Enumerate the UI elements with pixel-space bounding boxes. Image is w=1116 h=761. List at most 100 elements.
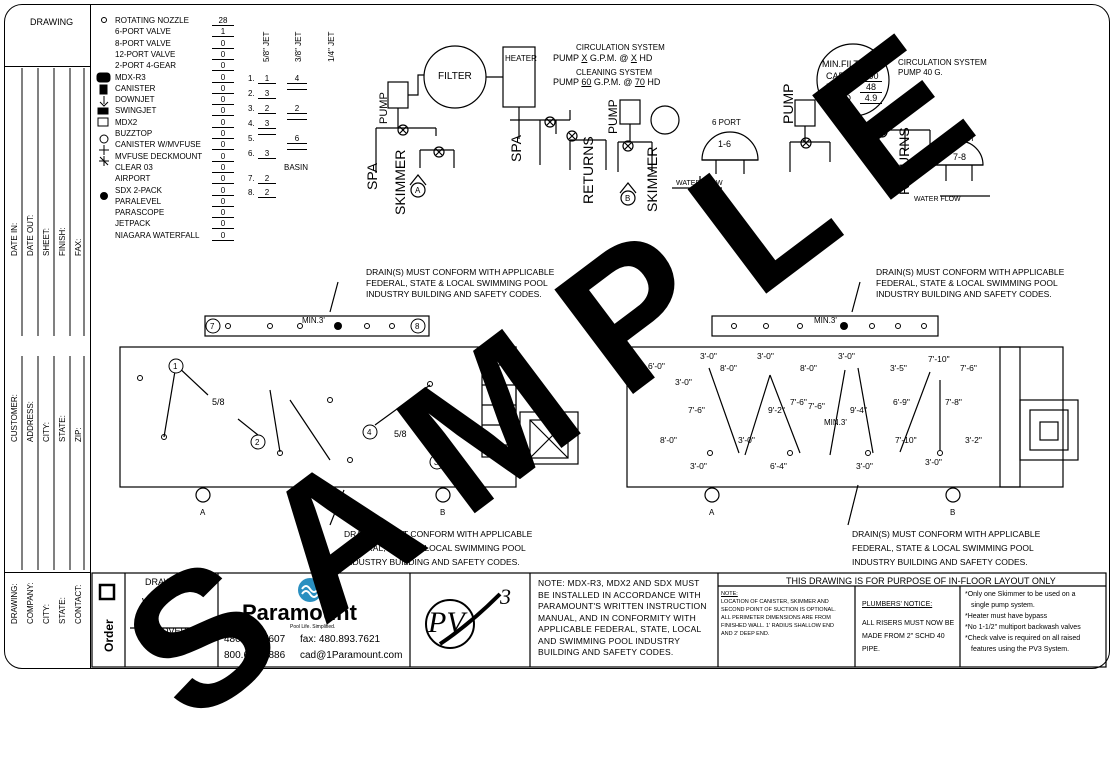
pump-left-label: PUMP	[378, 92, 390, 124]
filter-label: FILTER	[438, 71, 472, 82]
filter-spec-value: 200	[860, 72, 882, 82]
equipment-icons	[96, 17, 111, 200]
jet-row-number: 5.	[248, 134, 255, 143]
six-port-value: 1-6	[718, 139, 732, 149]
equipment-item-name: 8-PORT VALVE	[115, 38, 171, 48]
equipment-item-qty: 0	[212, 186, 234, 196]
skimmer-a-marker	[410, 182, 426, 198]
jet-row-58: 3	[258, 119, 276, 129]
circulation-pump-line: PUMP X G.P.M. @ X HD	[553, 53, 653, 63]
fax: fax: 480.893.7621	[300, 634, 381, 645]
dimension-label: 9'-2"	[768, 405, 785, 415]
spa-mid-label: SPA	[508, 135, 524, 162]
spa-left-label: SPA	[364, 163, 380, 190]
marker-4: 4	[367, 428, 372, 437]
dimension-label: 7'-6"	[790, 397, 807, 407]
downjet-icon	[99, 96, 109, 107]
left-sidebar	[4, 4, 91, 669]
filter-spec-label: SAND	[826, 93, 852, 103]
six-port-title: 6 PORT	[712, 118, 741, 127]
approved-by-label: APPROVED BY:	[137, 626, 204, 636]
filter-spec-label: D.E.	[826, 82, 844, 92]
pump-mid-label: PUMP	[606, 99, 620, 134]
equipment-item-qty: 0	[212, 95, 234, 106]
marker-3: 3	[434, 458, 439, 467]
right-min-label: MIN.3'	[814, 316, 837, 325]
cleaning-title: CLEANING SYSTEM	[576, 68, 653, 77]
equipment-item-qty: 0	[212, 174, 234, 185]
jet-row-number: 4.	[248, 119, 255, 128]
equipment-item-name: MDX-R3	[115, 72, 146, 82]
marker-2: 2	[255, 438, 260, 447]
equipment-item-name: CANISTER W/MVFUSE	[115, 140, 201, 150]
jet-row-38	[287, 119, 307, 120]
returns-label: RETURNS	[580, 136, 596, 204]
dimension-label: 3'-0"	[757, 351, 774, 361]
equipment-item-qty: 0	[212, 50, 234, 60]
equipment-item-name: PARALEVEL	[115, 196, 162, 206]
jet-row-38	[287, 89, 307, 90]
left-spa-box	[519, 411, 579, 465]
jet-row-58: 2	[258, 104, 276, 114]
equipment-item-name: 12-PORT VALVE	[115, 49, 176, 59]
marker-1: 1	[173, 362, 178, 371]
equipment-item-name: AIRPORT	[115, 174, 151, 184]
filter-spec-value: 4.9	[860, 94, 882, 104]
min-filter-title: MIN.FILTER	[822, 59, 872, 69]
sdx-2pack-icon	[100, 192, 108, 200]
right-basin-bar	[711, 315, 939, 337]
water-flow-mid: WATER FLOW	[676, 180, 723, 187]
company-tagline: Pool Life. Simplified.	[290, 624, 336, 630]
dimension-label: 6'-9"	[893, 397, 910, 407]
dimension-label: 3'-0"	[700, 351, 717, 361]
mid-pump-unit	[619, 99, 641, 125]
phone: 480.893.7607	[224, 634, 286, 645]
pool-schematic	[91, 43, 1107, 668]
equipment-item-qty: 0	[212, 61, 234, 72]
jet-58-label-a: 5/8	[212, 397, 225, 407]
jet-row-38	[287, 149, 307, 150]
left-basin-bar	[204, 315, 430, 337]
equipment-item-qty: 0	[212, 39, 234, 49]
filter-spec-label: CART.	[826, 71, 852, 81]
jet-row-38: 2	[287, 104, 307, 114]
marker-7: 7	[210, 322, 215, 331]
min-filter-tank	[816, 43, 890, 117]
two-port-title: 2 PORT	[946, 134, 975, 143]
basin-row-number: 7.	[248, 174, 255, 183]
equipment-item-qty: 0	[212, 163, 234, 173]
equipment-item-qty: 0	[212, 231, 234, 241]
marker-5: 5	[515, 364, 520, 373]
dimension-label: 8'-0"	[720, 363, 737, 373]
jet-58-label-b: 5/8	[394, 429, 407, 439]
basin-row-number: 8.	[248, 188, 255, 197]
equipment-item-name: DOWNJET	[115, 95, 155, 105]
drawn-by-label: DRAWN BY:	[145, 577, 196, 587]
nozzle-markers	[137, 323, 943, 463]
pv3-logo: PV 3	[420, 584, 520, 662]
jet-row-number: 6.	[248, 149, 255, 158]
equipment-item-qty: 0	[212, 73, 234, 83]
six-port-valve	[650, 105, 680, 135]
equipment-item-qty: 0	[212, 106, 234, 117]
drawing-frame	[4, 4, 1110, 669]
swingjet-icon	[97, 107, 109, 115]
dimension-label: 7'-8"	[945, 397, 962, 407]
skimmer-b-marker	[620, 190, 636, 206]
jet-row-58: 1	[258, 74, 276, 84]
cleaning-pump-line: PUMP 60 G.P.M. @ 70 HD	[553, 77, 661, 87]
mvfuse-deckmount-icon	[99, 156, 109, 166]
dimension-label: 7'-6"	[688, 405, 705, 415]
equipment-item-name: 2-PORT 4-GEAR	[115, 61, 177, 71]
pv3-superscript: 3	[500, 584, 511, 609]
dimension-label: 8'-0"	[800, 363, 817, 373]
mdx-r3-icon	[96, 72, 111, 83]
water-flow-right: WATER FLOW	[914, 196, 961, 203]
equipment-item-name: ROTATING NOZZLE	[115, 16, 189, 25]
two-port-box	[934, 140, 984, 166]
dimension-label: 3'-0"	[925, 457, 942, 467]
right-pool-marker-a: A	[709, 508, 715, 517]
